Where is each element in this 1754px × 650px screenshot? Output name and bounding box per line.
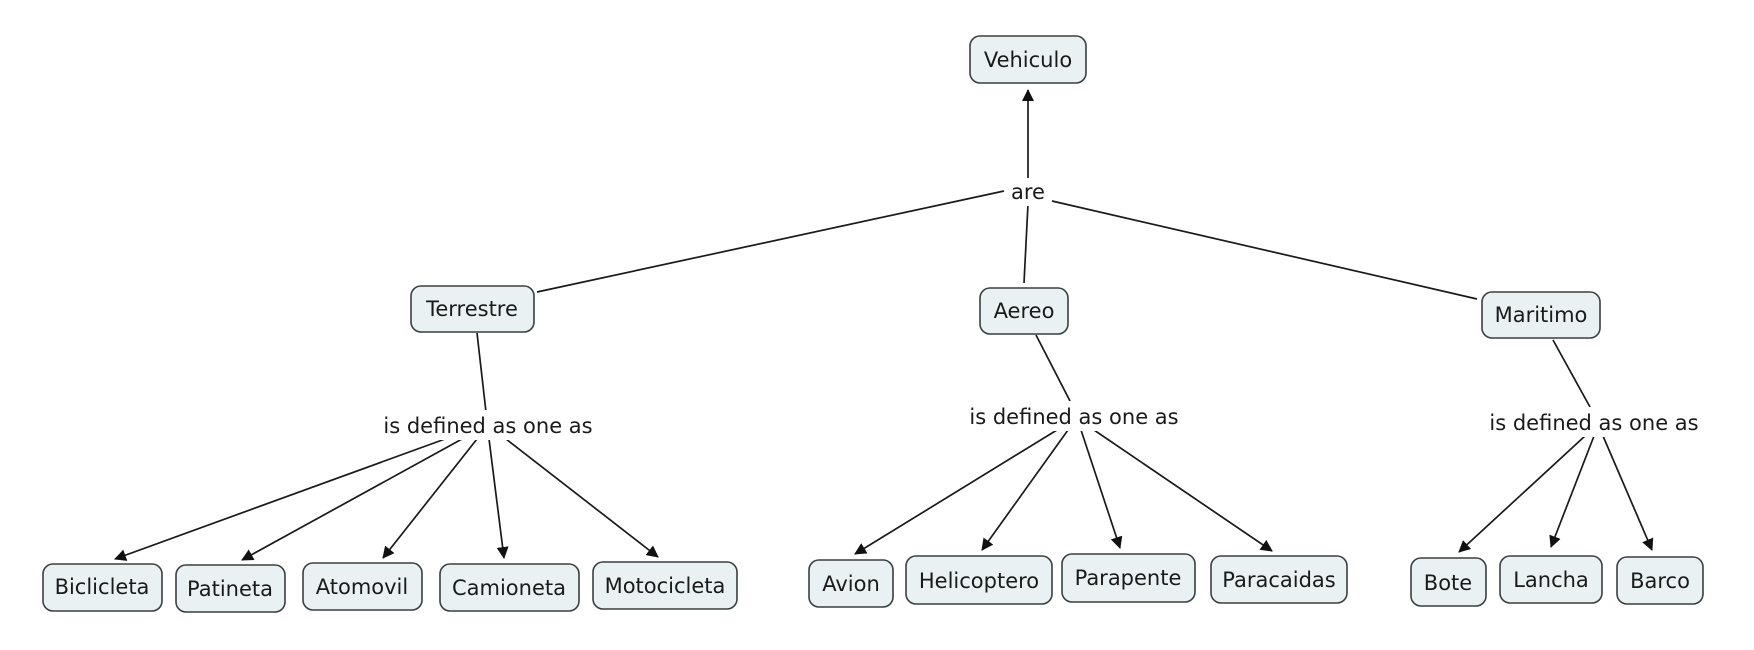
node-camioneta: Camioneta: [439, 563, 580, 612]
edge-aereo-avion: [854, 429, 1058, 555]
node-paracaidas: Paracaidas: [1210, 555, 1348, 604]
node-aereo: Aereo: [979, 287, 1069, 335]
node-bote: Bote: [1410, 557, 1487, 607]
node-helicoptero: Helicoptero: [905, 555, 1053, 605]
node-atomovil-label: Atomovil: [316, 575, 408, 599]
edge-terrestre-atomovil: [382, 438, 478, 559]
node-biclicleta: Biclicleta: [42, 563, 163, 612]
node-vehiculo: Vehiculo: [969, 35, 1087, 84]
node-patineta: Patineta: [175, 564, 286, 613]
node-parapente-label: Parapente: [1075, 566, 1182, 590]
node-terrestre: Terrestre: [410, 285, 535, 333]
edges: [114, 89, 1654, 561]
edge-terrestre-to-are: [536, 190, 1005, 293]
node-avion: Avion: [808, 559, 894, 608]
node-biclicleta-label: Biclicleta: [55, 575, 150, 599]
node-motocicleta: Motocicleta: [592, 561, 738, 610]
node-lancha-label: Lancha: [1513, 568, 1589, 592]
link-label-terrestre: is defined as one as: [383, 410, 593, 440]
edge-terrestre-motocicleta: [505, 438, 659, 558]
node-camioneta-label: Camioneta: [452, 576, 566, 600]
edge-terrestre-to-link: [476, 332, 487, 413]
edge-aereo-to-are: [1023, 203, 1029, 284]
link-label-are: are: [1006, 178, 1050, 206]
node-barco: Barco: [1616, 556, 1704, 605]
edge-aereo-to-link: [1035, 334, 1071, 402]
node-paracaidas-label: Paracaidas: [1222, 568, 1335, 592]
edge-terrestre-camioneta: [488, 438, 509, 559]
node-lancha: Lancha: [1499, 555, 1603, 604]
edge-aereo-paracaidas: [1093, 429, 1273, 552]
edge-terrestre-biclicleta: [114, 438, 446, 561]
link-label-aereo-text: is defined as one as: [969, 405, 1178, 429]
node-terrestre-label: Terrestre: [425, 297, 518, 321]
node-bote-label: Bote: [1424, 571, 1472, 595]
link-label-maritimo: is defined as one as: [1489, 407, 1699, 437]
edge-maritimo-bote: [1458, 435, 1586, 553]
link-label-maritimo-text: is defined as one as: [1489, 411, 1698, 435]
node-vehiculo-label: Vehiculo: [984, 48, 1072, 72]
node-maritimo-label: Maritimo: [1495, 303, 1588, 327]
edge-terrestre-patineta: [241, 438, 463, 561]
node-maritimo: Maritimo: [1481, 291, 1601, 339]
edge-maritimo-lancha: [1549, 435, 1595, 548]
node-aereo-label: Aereo: [994, 299, 1055, 323]
edge-maritimo-to-are: [1051, 200, 1478, 300]
edge-aereo-parapente: [1080, 429, 1123, 549]
node-motocicleta-label: Motocicleta: [605, 574, 726, 598]
link-label-are-text: are: [1011, 180, 1045, 204]
node-helicoptero-label: Helicoptero: [919, 569, 1039, 593]
node-atomovil: Atomovil: [302, 562, 423, 611]
edge-maritimo-barco: [1602, 435, 1654, 551]
edge-maritimo-to-link: [1552, 339, 1591, 408]
link-label-terrestre-text: is defined as one as: [383, 414, 592, 438]
link-label-aereo: is defined as one as: [969, 401, 1179, 431]
edge-aereo-helicoptero: [981, 429, 1069, 551]
node-patineta-label: Patineta: [187, 577, 273, 601]
node-barco-label: Barco: [1630, 569, 1690, 593]
node-avion-label: Avion: [822, 572, 880, 596]
node-parapente: Parapente: [1061, 553, 1196, 603]
